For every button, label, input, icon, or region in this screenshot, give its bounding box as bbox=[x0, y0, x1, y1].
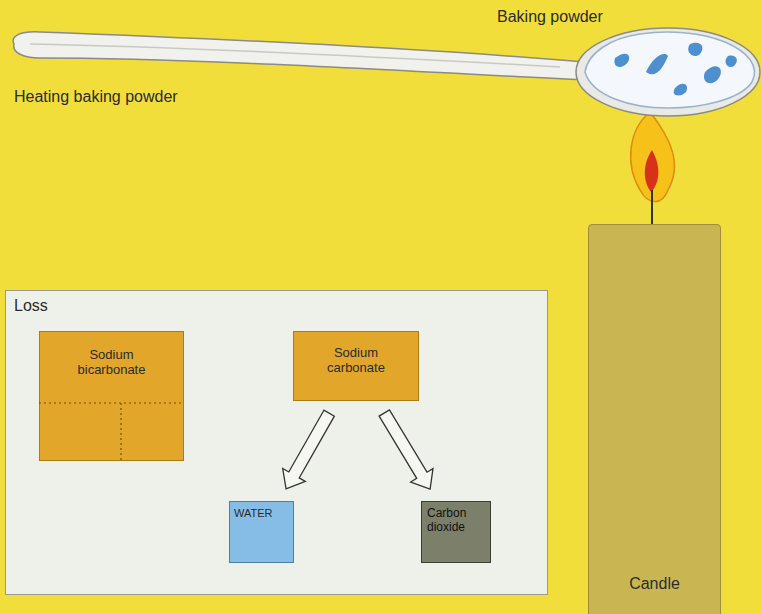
hollow-arrow bbox=[379, 410, 433, 489]
candle-flame-core bbox=[645, 150, 659, 192]
node-label: Candle bbox=[589, 575, 720, 593]
candle-body: Candle bbox=[588, 224, 721, 614]
node-label: Sodium bicarbonate bbox=[62, 348, 162, 378]
spoon-bowl bbox=[576, 28, 760, 116]
node-label: Loss bbox=[14, 297, 48, 315]
spoon-handle bbox=[13, 32, 585, 80]
compound-box: Sodium bicarbonate bbox=[39, 331, 184, 461]
hollow-arrow bbox=[283, 410, 335, 489]
candle-flame bbox=[631, 112, 675, 202]
product-box: WATER bbox=[229, 501, 294, 563]
spoon-handle-shine bbox=[30, 44, 560, 67]
compound-box: Sodium carbonate bbox=[293, 331, 419, 401]
product-box: Carbon dioxide bbox=[421, 501, 491, 563]
baking-powder-heap bbox=[585, 32, 754, 108]
node-label: Sodium carbonate bbox=[311, 346, 401, 376]
caption-label: Baking powder bbox=[497, 8, 603, 26]
powder-streaks bbox=[614, 43, 736, 96]
node-label: WATER bbox=[234, 507, 273, 520]
node-label: Carbon dioxide bbox=[427, 507, 485, 535]
candle-wick bbox=[651, 190, 653, 226]
caption-label: Heating baking powder bbox=[14, 88, 178, 106]
loss-panel: LossSodium bicarbonate Sodium carbonateWA… bbox=[5, 290, 548, 595]
